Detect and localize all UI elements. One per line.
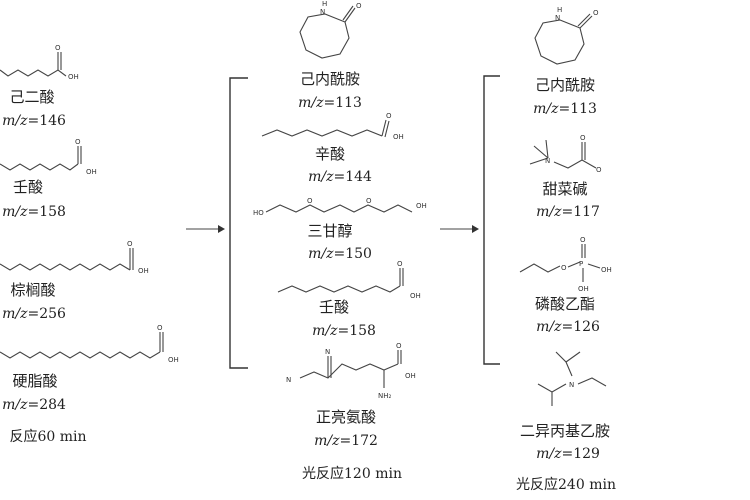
svg-text:O: O xyxy=(593,9,599,17)
norleucine-structure: N N NH₂ O OH xyxy=(286,342,416,400)
svg-text:O: O xyxy=(127,240,133,248)
mz-prefix: m/z= xyxy=(314,433,352,449)
svg-text:O: O xyxy=(580,236,586,244)
svg-text:H: H xyxy=(557,6,562,14)
nonanoic-acid-structure-middle: O OH xyxy=(277,260,421,300)
svg-text:O: O xyxy=(580,134,586,142)
mz-norleucine: m/z=172 xyxy=(314,433,378,449)
compound-name-stearic-acid: 硬脂酸 xyxy=(12,372,58,390)
betaine-structure: N O O xyxy=(529,134,602,174)
svg-text:OH: OH xyxy=(416,202,427,210)
mz-diisopropylethylamine: m/z=129 xyxy=(536,446,600,462)
octanoic-acid-structure: O OH xyxy=(261,112,404,141)
svg-text:O: O xyxy=(307,197,313,205)
compound-name-nonanoic-acid-middle: 壬酸 xyxy=(318,298,350,316)
mz-palmitic-acid: m/z=256 xyxy=(2,306,66,322)
adipic-acid-structure: O OH xyxy=(0,44,79,81)
svg-text:O: O xyxy=(396,342,402,350)
ethyl-phosphate-structure: O P O OH OH xyxy=(519,236,612,293)
svg-text:O: O xyxy=(397,260,403,268)
compound-name-nonanoic-acid-left: 壬酸 xyxy=(12,178,44,196)
time-label-120min: 光反应120 min xyxy=(302,466,402,482)
compound-name-norleucine: 正亮氨酸 xyxy=(315,408,377,426)
svg-text:P: P xyxy=(579,260,583,268)
svg-text:OH: OH xyxy=(138,267,149,275)
compound-name-caprolactam-middle: 己内酰胺 xyxy=(299,70,361,88)
mz-caprolactam-right: m/z=113 xyxy=(533,101,597,117)
mz-caprolactam-middle: m/z=113 xyxy=(298,95,362,111)
mz-octanoic-acid: m/z=144 xyxy=(308,169,372,185)
compound-name-triethylene-glycol: 三甘醇 xyxy=(307,222,353,240)
mz-prefix: m/z= xyxy=(2,113,40,129)
reaction-arrow-1 xyxy=(186,225,225,233)
mz-prefix: m/z= xyxy=(2,397,40,413)
svg-text:N: N xyxy=(325,348,330,356)
time-label-60min: 反应60 min xyxy=(9,429,87,445)
svg-text:OH: OH xyxy=(578,285,589,293)
svg-text:NH₂: NH₂ xyxy=(378,392,392,400)
triethylene-glycol-structure: HO O O OH xyxy=(253,197,427,217)
compound-name-ethyl-phosphate: 磷酸乙酯 xyxy=(534,295,596,313)
diisopropylethylamine-structure: N xyxy=(537,351,607,406)
mz-nonanoic-acid-left: m/z=158 xyxy=(2,204,66,220)
nonanoic-acid-structure-left: O OH xyxy=(0,138,97,176)
bracket-left-1 xyxy=(229,77,248,369)
reaction-arrow-2 xyxy=(440,225,479,233)
compound-name-palmitic-acid: 棕榈酸 xyxy=(10,281,56,299)
mz-prefix: m/z= xyxy=(312,323,350,339)
svg-text:OH: OH xyxy=(405,372,416,380)
svg-text:OH: OH xyxy=(86,168,97,176)
svg-text:O: O xyxy=(55,44,61,52)
caprolactam-structure-right: O N H xyxy=(534,6,599,65)
compound-name-octanoic-acid: 辛酸 xyxy=(314,145,346,163)
mz-triethylene-glycol: m/z=150 xyxy=(308,246,372,262)
svg-text:O: O xyxy=(356,2,362,10)
stearic-acid-structure: O OH xyxy=(0,324,179,364)
svg-text:H: H xyxy=(322,0,327,8)
palmitic-acid-structure: O OH xyxy=(0,240,149,275)
svg-text:N: N xyxy=(320,8,325,16)
mz-prefix: m/z= xyxy=(536,319,574,335)
mz-prefix: m/z= xyxy=(533,101,571,117)
svg-text:OH: OH xyxy=(601,266,612,274)
svg-text:O: O xyxy=(596,166,602,174)
mz-prefix: m/z= xyxy=(308,246,346,262)
bracket-left-2 xyxy=(483,75,500,365)
svg-text:O: O xyxy=(366,197,372,205)
mz-prefix: m/z= xyxy=(308,169,346,185)
compound-name-caprolactam-right: 己内酰胺 xyxy=(534,76,596,94)
mz-nonanoic-acid-middle: m/z=158 xyxy=(312,323,376,339)
mz-prefix: m/z= xyxy=(536,446,574,462)
svg-text:HO: HO xyxy=(253,209,264,217)
compound-name-betaine: 甜菜碱 xyxy=(542,180,588,198)
mz-prefix: m/z= xyxy=(2,204,40,220)
svg-text:O: O xyxy=(386,112,392,120)
mz-stearic-acid: m/z=284 xyxy=(2,397,66,413)
svg-text:O: O xyxy=(157,324,163,332)
svg-text:N: N xyxy=(286,376,291,384)
svg-text:OH: OH xyxy=(68,73,79,81)
mz-prefix: m/z= xyxy=(2,306,40,322)
svg-text:N: N xyxy=(569,381,574,389)
svg-text:OH: OH xyxy=(393,133,404,141)
mz-betaine: m/z=117 xyxy=(536,204,600,220)
mz-prefix: m/z= xyxy=(536,204,574,220)
time-label-240min: 光反应240 min xyxy=(516,477,616,493)
svg-text:N: N xyxy=(545,157,550,165)
svg-text:O: O xyxy=(561,264,567,272)
compound-name-diisopropylethylamine: 二异丙基乙胺 xyxy=(519,422,611,440)
caprolactam-structure-middle: O N H xyxy=(299,0,362,59)
svg-text:O: O xyxy=(75,138,81,146)
svg-text:N: N xyxy=(555,14,560,22)
compound-name-adipic-acid: 己二酸 xyxy=(9,88,55,106)
mz-prefix: m/z= xyxy=(298,95,336,111)
mz-ethyl-phosphate: m/z=126 xyxy=(536,319,600,335)
svg-text:OH: OH xyxy=(410,292,421,300)
svg-text:OH: OH xyxy=(168,356,179,364)
mz-adipic-acid: m/z=146 xyxy=(2,113,66,129)
